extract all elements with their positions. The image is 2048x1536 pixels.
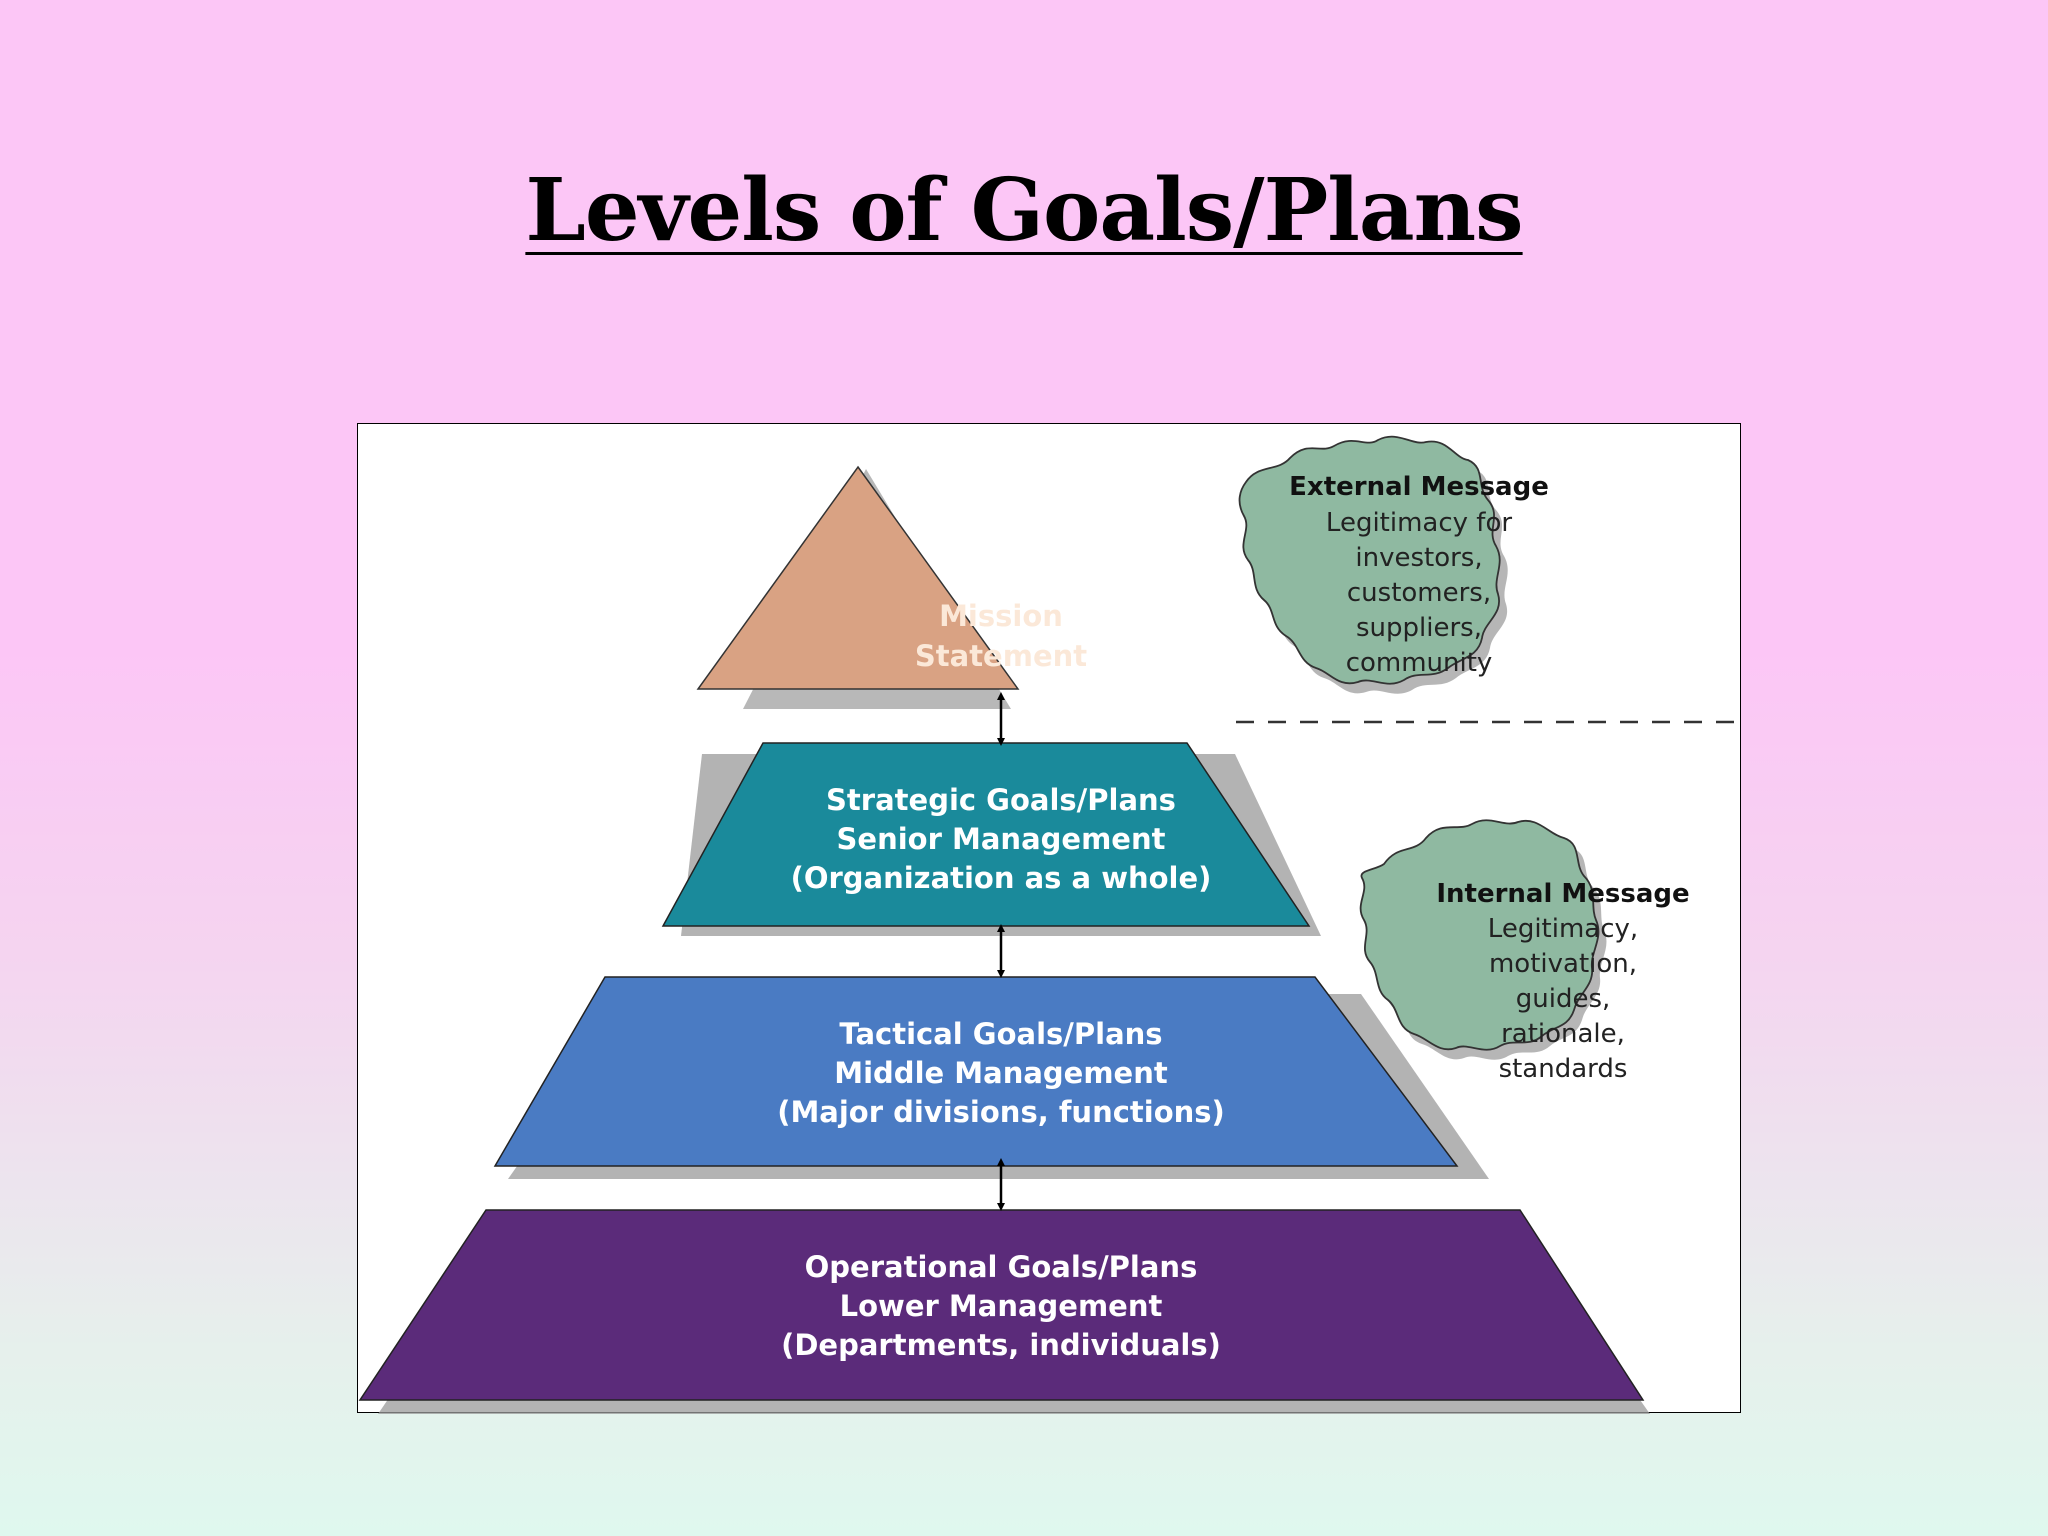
internal-message-line-1: Legitimacy, [1488,914,1638,944]
strategic-level: Strategic Goals/Plans Senior Management … [661,742,1321,936]
external-message-line-3: customers, [1347,578,1491,608]
external-message-title: External Message [1289,472,1549,502]
operational-line-2: Lower Management [840,1289,1163,1323]
external-message-line-4: suppliers, [1356,613,1482,643]
external-message-line-2: investors, [1355,543,1482,573]
pyramid-diagram: Mission Statement Strategic Goals/Plans … [357,423,1742,1414]
internal-message-title: Internal Message [1436,879,1689,909]
operational-line-3: (Departments, individuals) [781,1328,1221,1362]
internal-message-line-4: rationale, [1501,1019,1625,1049]
operational-line-1: Operational Goals/Plans [805,1250,1198,1284]
tactical-line-3: (Major divisions, functions) [777,1095,1225,1129]
mission-statement-level: Mission Statement [696,465,1087,709]
strategic-line-3: (Organization as a whole) [791,861,1212,895]
external-message-line-5: community [1346,648,1493,678]
tactical-level: Tactical Goals/Plans Middle Management (… [493,976,1489,1179]
strategic-trapezoid [661,742,1311,927]
mission-label-line-2: Statement [915,639,1087,673]
external-message-line-1: Legitimacy for [1326,508,1512,538]
internal-message-line-5: standards [1499,1054,1628,1084]
mission-label-line-1: Mission [939,599,1063,633]
mission-triangle [696,465,1020,690]
internal-message-line-2: motivation, [1489,949,1637,979]
slide-title: Levels of Goals/Plans [525,160,1523,261]
tactical-trapezoid [493,976,1459,1167]
strategic-line-1: Strategic Goals/Plans [826,783,1176,817]
tactical-line-1: Tactical Goals/Plans [839,1017,1162,1051]
internal-message-line-3: guides, [1516,984,1611,1014]
strategic-line-2: Senior Management [837,822,1166,856]
external-message-cloud: External Message Legitimacy for investor… [1238,435,1549,694]
operational-trapezoid [358,1209,1645,1401]
internal-message-cloud: Internal Message Legitimacy, motivation,… [1359,819,1690,1084]
tactical-line-2: Middle Management [834,1056,1168,1090]
operational-level: Operational Goals/Plans Lower Management… [358,1209,1650,1414]
